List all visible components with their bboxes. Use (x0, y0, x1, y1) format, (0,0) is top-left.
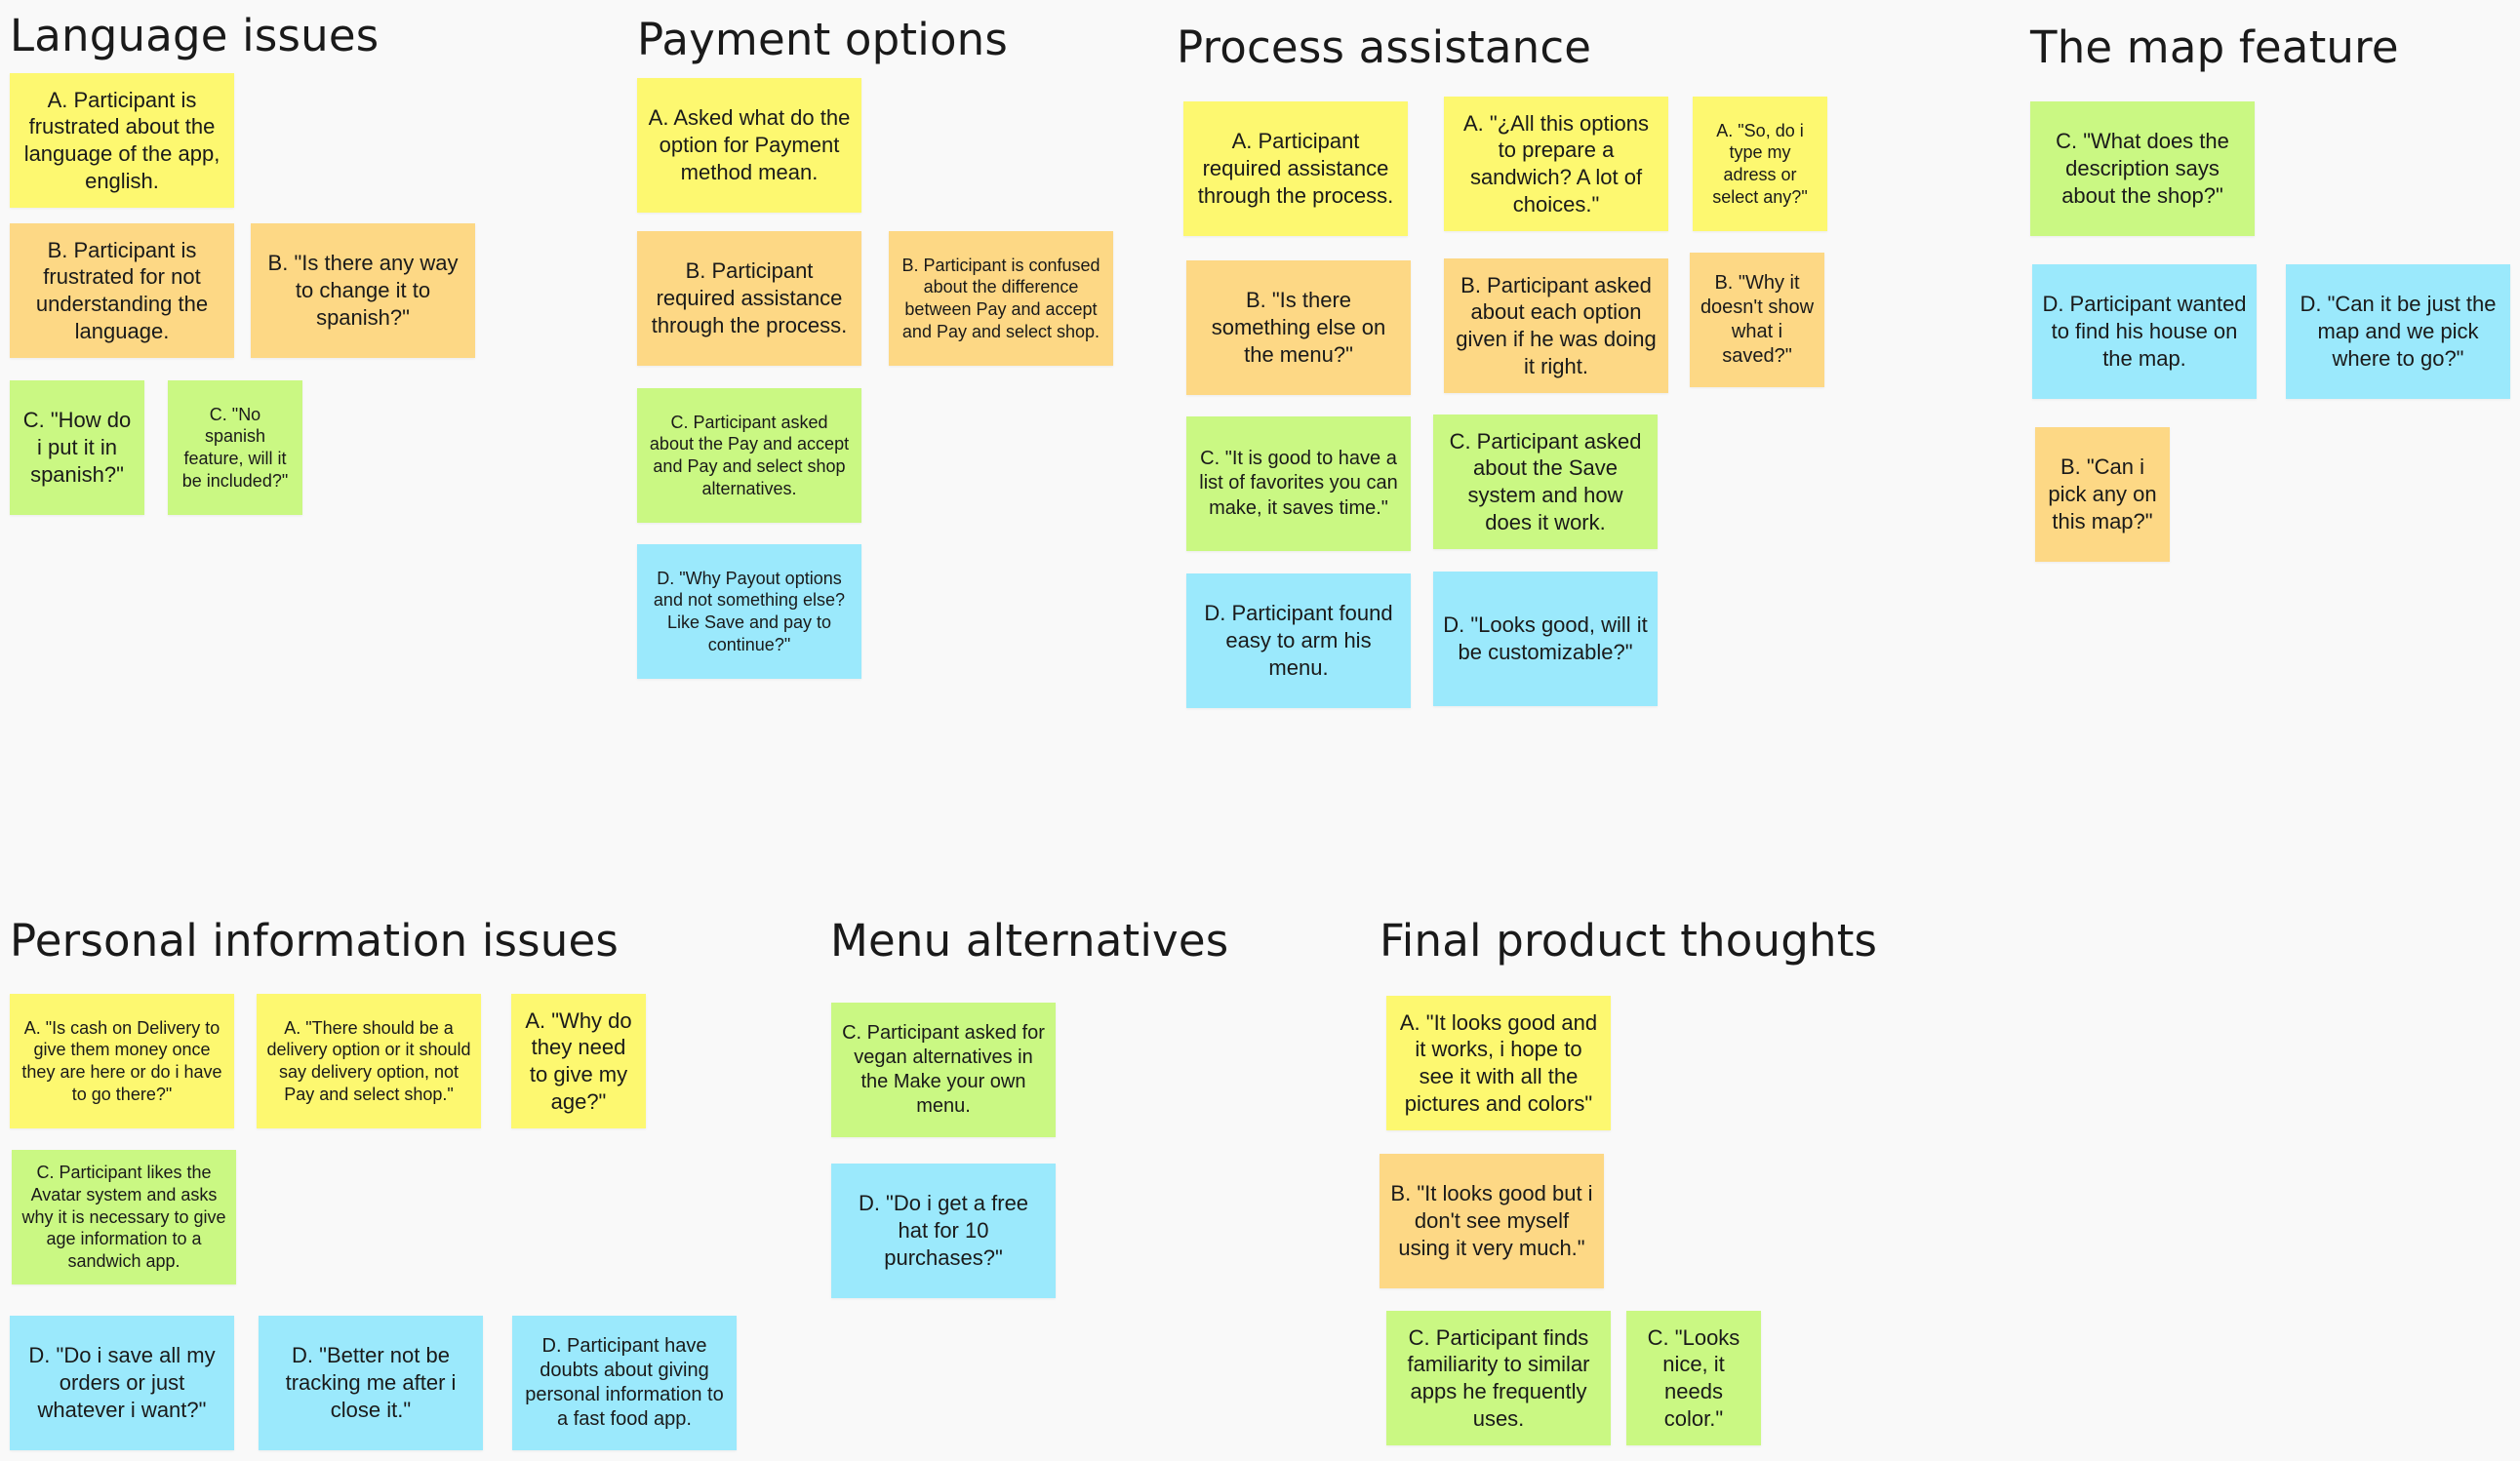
sticky-note-text: D. "Looks good, will it be customizable?… (1443, 612, 1648, 664)
sticky-note[interactable]: C. "Looks nice, it needs color." (1626, 1311, 1761, 1445)
sticky-note[interactable]: D. "Looks good, will it be customizable?… (1433, 572, 1658, 706)
sticky-note-text: D. "Do i save all my orders or just what… (28, 1343, 216, 1422)
sticky-note-text: B. "Is there something else on the menu?… (1211, 288, 1386, 367)
sticky-note-text: C. "It is good to have a list of favorit… (1199, 448, 1398, 519)
sticky-note-text: D. Participant wanted to find his house … (2042, 292, 2247, 371)
sticky-note-text: A. "There should be a delivery option or… (266, 1017, 471, 1104)
group-title-personal-information-issues: Personal information issues (10, 915, 620, 967)
sticky-note-text: D. Participant found easy to arm his men… (1204, 601, 1393, 680)
sticky-note-text: C. Participant asked for vegan alternati… (842, 1021, 1045, 1118)
sticky-note[interactable]: C. Participant asked for vegan alternati… (831, 1003, 1056, 1137)
sticky-note-text: A. Asked what do the option for Payment … (648, 105, 851, 184)
sticky-note[interactable]: C. "It is good to have a list of favorit… (1186, 416, 1411, 551)
sticky-note-text: B. "Why it doesn't show what i saved?" (1700, 271, 1815, 368)
sticky-note[interactable]: A. Participant is frustrated about the l… (10, 73, 234, 208)
sticky-note-text: B. Participant required assistance throu… (651, 258, 848, 337)
sticky-note[interactable]: C. Participant finds familiarity to simi… (1386, 1311, 1611, 1445)
sticky-note[interactable]: B. "Why it doesn't show what i saved?" (1690, 253, 1824, 387)
sticky-note[interactable]: A. "¿All this options to prepare a sandw… (1444, 97, 1668, 231)
sticky-note-text: B. "Is there any way to change it to spa… (267, 251, 459, 330)
sticky-note[interactable]: C. "What does the description says about… (2030, 101, 2255, 236)
sticky-note[interactable]: C. "How do i put it in spanish?" (10, 380, 144, 515)
group-title-menu-alternatives: Menu alternatives (830, 915, 1229, 967)
sticky-note-text: A. "It looks good and it works, i hope t… (1399, 1009, 1598, 1116)
sticky-note-text: C. "How do i put it in spanish?" (22, 408, 132, 487)
sticky-note[interactable]: D. "Do i get a free hat for 10 purchases… (831, 1164, 1056, 1298)
sticky-note[interactable]: C. Participant asked about the Pay and a… (637, 388, 861, 523)
sticky-note-text: C. Participant likes the Avatar system a… (21, 1163, 226, 1271)
sticky-note[interactable]: B. "Can i pick any on this map?" (2035, 427, 2170, 562)
sticky-note[interactable]: C. Participant likes the Avatar system a… (12, 1150, 236, 1284)
sticky-note-text: D. "Do i get a free hat for 10 purchases… (858, 1191, 1029, 1270)
sticky-note-text: B. Participant is frustrated for not und… (35, 237, 209, 343)
sticky-note[interactable]: B. "It looks good but i don't see myself… (1380, 1154, 1604, 1288)
group-title-language-issues: Language issues (10, 10, 380, 61)
sticky-note[interactable]: A. "It looks good and it works, i hope t… (1386, 996, 1611, 1130)
sticky-note[interactable]: D. Participant have doubts about giving … (512, 1316, 737, 1450)
sticky-note[interactable]: D. "Can it be just the map and we pick w… (2286, 264, 2510, 399)
sticky-note[interactable]: B. Participant asked about each option g… (1444, 258, 1668, 393)
sticky-note-text: C. "No spanish feature, will it be inclu… (181, 404, 289, 491)
sticky-note-text: C. Participant finds familiarity to simi… (1407, 1324, 1590, 1431)
group-title-final-product-thoughts: Final product thoughts (1380, 915, 1878, 967)
sticky-note-text: B. "It looks good but i don't see myself… (1390, 1181, 1593, 1260)
sticky-note[interactable]: D. Participant wanted to find his house … (2032, 264, 2257, 399)
sticky-note[interactable]: B. "Is there any way to change it to spa… (251, 223, 475, 358)
sticky-note-text: A. "Why do they need to give my age?" (525, 1007, 632, 1114)
sticky-note-text: C. "Looks nice, it needs color." (1647, 1324, 1740, 1431)
sticky-note-text: D. "Why Payout options and not something… (653, 568, 846, 654)
sticky-note-text: A. Participant is frustrated about the l… (23, 87, 220, 193)
sticky-note[interactable]: B. Participant is frustrated for not und… (10, 223, 234, 358)
sticky-note-text: A. "Is cash on Delivery to give them mon… (21, 1017, 222, 1104)
sticky-note-text: D. Participant have doubts about giving … (525, 1334, 724, 1431)
sticky-note[interactable]: D. "Why Payout options and not something… (637, 544, 861, 679)
sticky-note[interactable]: A. "Is cash on Delivery to give them mon… (10, 994, 234, 1128)
sticky-note[interactable]: A. Asked what do the option for Payment … (637, 78, 861, 213)
sticky-note-text: D. "Better not be tracking me after i cl… (285, 1343, 457, 1422)
sticky-note[interactable]: A. "Why do they need to give my age?" (511, 994, 646, 1128)
sticky-note-text: B. Participant is confused about the dif… (901, 255, 1100, 341)
sticky-note[interactable]: B. Participant required assistance throu… (637, 231, 861, 366)
sticky-note[interactable]: C. Participant asked about the Save syst… (1433, 415, 1658, 549)
sticky-note-text: C. "What does the description says about… (2056, 129, 2229, 208)
sticky-note-text: C. Participant asked about the Pay and a… (649, 412, 850, 498)
sticky-note[interactable]: A. Participant required assistance throu… (1183, 101, 1408, 236)
sticky-note-text: A. "¿All this options to prepare a sandw… (1463, 110, 1649, 217)
sticky-note[interactable]: D. "Do i save all my orders or just what… (10, 1316, 234, 1450)
sticky-note[interactable]: B. "Is there something else on the menu?… (1186, 260, 1411, 395)
sticky-note[interactable]: C. "No spanish feature, will it be inclu… (168, 380, 302, 515)
sticky-note-text: A. Participant required assistance throu… (1197, 129, 1394, 208)
sticky-note-text: B. "Can i pick any on this map?" (2048, 454, 2157, 533)
sticky-note[interactable]: A. "So, do i type my adress or select an… (1693, 97, 1827, 231)
sticky-note[interactable]: D. Participant found easy to arm his men… (1186, 573, 1411, 708)
sticky-note-text: D. "Can it be just the map and we pick w… (2300, 292, 2497, 371)
sticky-note-text: B. Participant asked about each option g… (1456, 272, 1657, 378)
sticky-note-text: C. Participant asked about the Save syst… (1449, 428, 1642, 534)
sticky-note[interactable]: A. "There should be a delivery option or… (257, 994, 481, 1128)
sticky-note-text: A. "So, do i type my adress or select an… (1712, 120, 1808, 207)
group-title-process-assistance: Process assistance (1177, 21, 1592, 73)
sticky-note[interactable]: D. "Better not be tracking me after i cl… (259, 1316, 483, 1450)
group-title-payment-options: Payment options (637, 14, 1009, 65)
group-title-the-map-feature: The map feature (2030, 21, 2399, 73)
sticky-note[interactable]: B. Participant is confused about the dif… (889, 231, 1113, 366)
